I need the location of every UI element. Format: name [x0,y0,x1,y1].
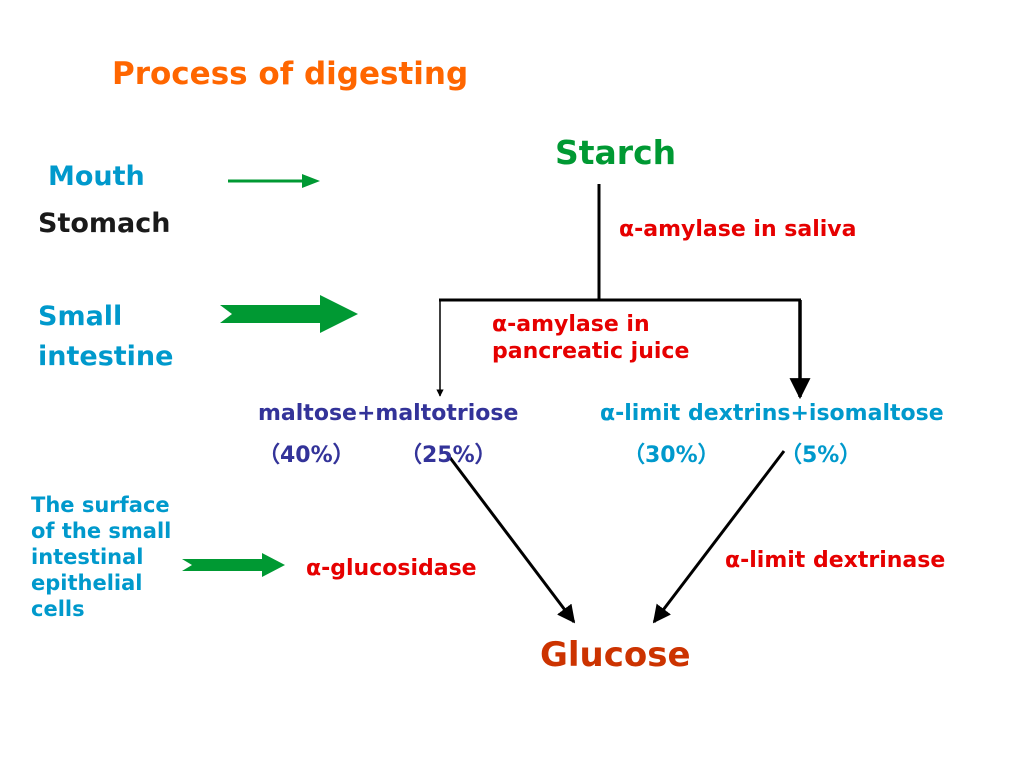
mouth-arrow [228,174,320,188]
mouth-label: Mouth [48,161,145,192]
dextrins-to-glucose-arrow [652,450,786,624]
page-title: Process of digesting [112,56,469,92]
surface-line: intestinal [31,545,144,569]
maltose-percent: （40%） [258,443,355,468]
surface-line: of the small [31,519,172,543]
glucose-label: Glucose [540,635,691,675]
stomach-label: Stomach [38,208,171,239]
surface-line: cells [31,597,85,621]
saliva-amylase-label: α-amylase in saliva [619,217,857,242]
small-intestine-line: Small [38,301,123,332]
pancreatic-line: α-amylase in [492,312,650,337]
surface-arrow [182,553,285,577]
small-intestine-label: Small intestine [38,297,173,377]
surface-line: epithelial [31,571,143,595]
starch-label: Starch [555,133,677,172]
isomaltose-percent: （5%） [780,443,862,468]
maltose-to-glucose-arrow [446,454,576,624]
small-intestine-arrow [220,295,358,333]
small-intestine-line: intestine [38,341,174,372]
surface-cells-label: The surface of the small intestinal epit… [31,492,171,622]
surface-line: The surface [31,493,170,517]
glucosidase-label: α-glucosidase [306,556,477,581]
pancreatic-amylase-label: α-amylase in pancreatic juice [492,311,689,365]
dextrins-product-label: α-limit dextrins+isomaltose [600,401,944,426]
pancreatic-line: pancreatic juice [492,339,690,364]
dextrinase-label: α-limit dextrinase [725,548,946,573]
dextrins-percent: （30%） [623,443,720,468]
maltotriose-percent: （25%） [400,443,497,468]
maltose-product-label: maltose+maltotriose [258,401,519,426]
